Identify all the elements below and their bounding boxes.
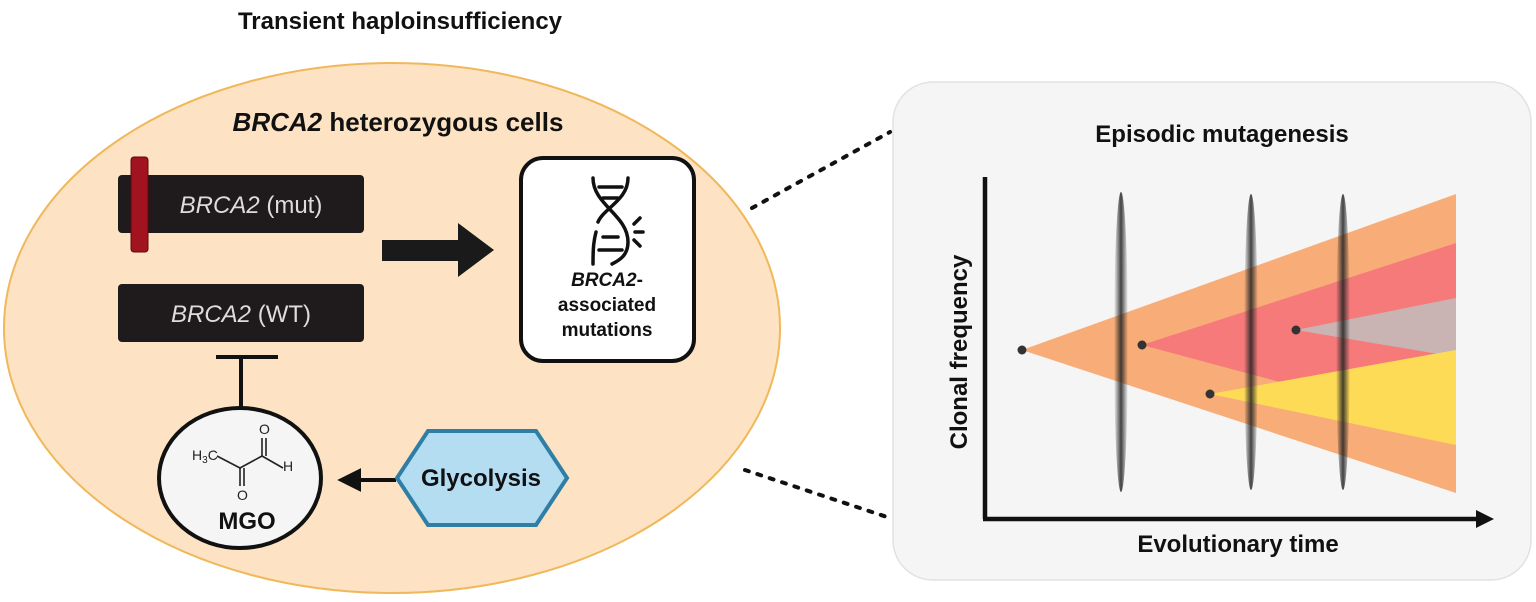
allele-mut-label: BRCA2 (mut) [180,192,323,219]
clone-grey [1296,298,1456,357]
glycolysis-hexagon [394,429,570,527]
clone-red [1142,243,1456,382]
mutagenesis-episode [1114,192,1128,492]
clone-origin-point [1291,325,1301,335]
cell-label-rest: heterozygous cells [322,107,563,137]
cell-label-gene: BRCA2 [233,107,323,137]
right-panel-title: Episodic mutagenesis [1095,121,1348,148]
connector-top [750,130,892,210]
mgo-h: H [283,458,293,474]
connector-bottom [743,468,892,520]
mgo-label: MGO [218,508,275,535]
mutations-line2: associated [558,295,656,316]
mgo-h3c: H3C [192,447,218,466]
clone-origin-point [1137,340,1147,350]
mutagenesis-episode [1336,194,1350,490]
mgo-o-bottom: O [237,487,248,503]
mutagenesis-episode [1244,194,1258,490]
mgo-structure [216,438,284,486]
mutation-bar [130,156,149,253]
x-axis-label: Evolutionary time [1137,531,1338,558]
left-panel-title: Transient haploinsufficiency [237,8,563,35]
allele-wt-box [118,284,364,342]
mutations-line1: BRCA2- [571,270,643,291]
mutations-line3: mutations [562,320,653,341]
mgo-o-top: O [259,421,270,437]
inhibition-symbol [216,355,278,408]
allele-wt-label: BRCA2 (WT) [171,301,311,328]
mutations-box [519,156,696,363]
cell-label: BRCA2 heterozygous cells [233,107,564,137]
allele-mut-box [118,175,364,233]
clone-yellow [1210,350,1456,445]
x-axis-arrowhead [1476,510,1494,528]
glycolysis-label: Glycolysis [421,465,541,492]
arrow-to-mutations [382,223,494,277]
dna-icon [591,176,645,266]
y-axis-label: Clonal frequency [946,254,973,449]
clone-origin-point [1205,389,1215,399]
clone-origin-point [1017,345,1027,355]
